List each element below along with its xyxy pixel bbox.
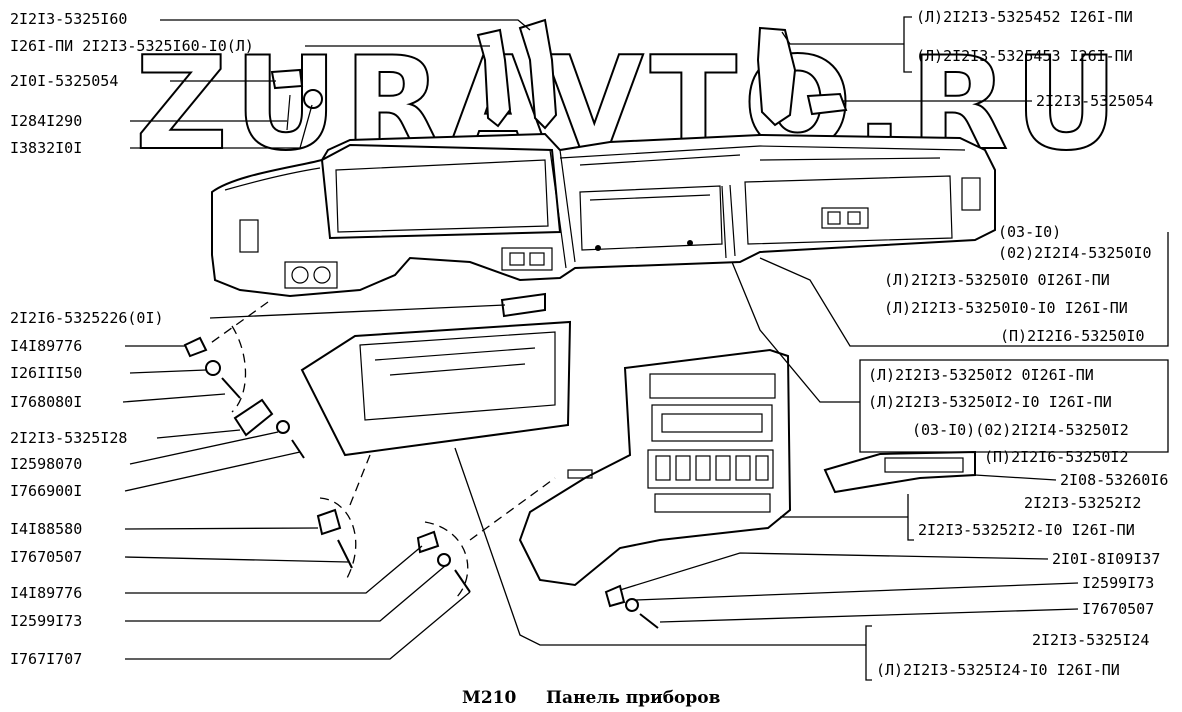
part-label: I4I88580 bbox=[10, 520, 82, 538]
caption-title: Панель приборов bbox=[546, 688, 721, 708]
part-label: 2I2I3-5325I24 bbox=[1032, 631, 1149, 649]
labels-right: (Л)2I2I3-5325452 I26I-ПИ (Л)2I2I3-532545… bbox=[868, 8, 1168, 679]
part-label: (Л)2I2I3-53250I0 0I26I-ПИ bbox=[884, 271, 1110, 289]
glovebox bbox=[300, 320, 572, 457]
part-label: (П)2I2I6-53250I0 bbox=[1000, 327, 1145, 345]
part-label: I3832I0I bbox=[10, 139, 82, 157]
part-label: I26I-ПИ 2I2I3-5325I60-I0(Л) bbox=[10, 37, 254, 55]
leader-lines bbox=[122, 16, 1169, 681]
part-label: 2I08-53260I6 bbox=[1060, 471, 1168, 489]
part-label: (Л)2I2I3-53250I2-I0 I26I-ПИ bbox=[868, 393, 1112, 411]
fasteners bbox=[183, 336, 659, 629]
part-label: 2I2I3-5325I28 bbox=[10, 429, 127, 447]
center-console bbox=[518, 348, 792, 587]
part-label: I26III50 bbox=[10, 364, 82, 382]
drawer bbox=[823, 450, 976, 494]
part-label: 2I2I3-5325054 bbox=[1036, 92, 1153, 110]
part-label: (03-I0) bbox=[998, 223, 1061, 241]
caption: M210 Панель приборов bbox=[462, 688, 721, 708]
part-label: (Л)2I2I3-5325452 I26I-ПИ bbox=[916, 8, 1133, 26]
part-label: I7670507 bbox=[10, 548, 82, 566]
part-label: (Л)2I2I3-5325453 I26I-ПИ bbox=[916, 47, 1133, 65]
part-label: 2I0I-8I09I37 bbox=[1052, 550, 1160, 568]
caption-code: M210 bbox=[462, 688, 516, 708]
small-cover bbox=[500, 292, 546, 318]
part-label: I2599I73 bbox=[1082, 574, 1154, 592]
top-brackets bbox=[270, 18, 848, 131]
part-label: (П)2I2I6-53250I2 bbox=[984, 448, 1129, 466]
part-label: I766900I bbox=[10, 482, 82, 500]
part-label: (Л)2I2I3-53250I2 0I26I-ПИ bbox=[868, 366, 1094, 384]
part-label: (Л)2I2I3-53250I0-I0 I26I-ПИ bbox=[884, 299, 1128, 317]
part-label: I2599I73 bbox=[10, 612, 82, 630]
part-label: I4I89776 bbox=[10, 337, 82, 355]
part-label: (02)2I2I4-53250I0 bbox=[998, 244, 1152, 262]
part-label: I2598070 bbox=[10, 455, 82, 473]
part-label: 2I2I3-5325I60 bbox=[10, 10, 127, 28]
part-label: (Л)2I2I3-5325I24-I0 I26I-ПИ bbox=[876, 661, 1120, 679]
part-label: 2I2I3-53252I2 bbox=[1024, 494, 1141, 512]
part-label: I767I707 bbox=[10, 650, 82, 668]
assembly-guides bbox=[207, 301, 556, 599]
part-label: 2I2I6-5325226(0I) bbox=[10, 309, 164, 327]
part-label: I4I89776 bbox=[10, 584, 82, 602]
part-label: 2I0I-5325054 bbox=[10, 72, 118, 90]
part-label: I7670507 bbox=[1082, 600, 1154, 618]
part-label: I768080I bbox=[10, 393, 82, 411]
part-label: I284I290 bbox=[10, 112, 82, 130]
labels-left: 2I2I3-5325I60 I26I-ПИ 2I2I3-5325I60-I0(Л… bbox=[10, 10, 254, 668]
part-label: 2I2I3-53252I2-I0 I26I-ПИ bbox=[918, 521, 1135, 539]
part-label: (03-I0)(02)2I2I4-53250I2 bbox=[912, 421, 1129, 439]
dashboard-panel bbox=[211, 132, 996, 298]
